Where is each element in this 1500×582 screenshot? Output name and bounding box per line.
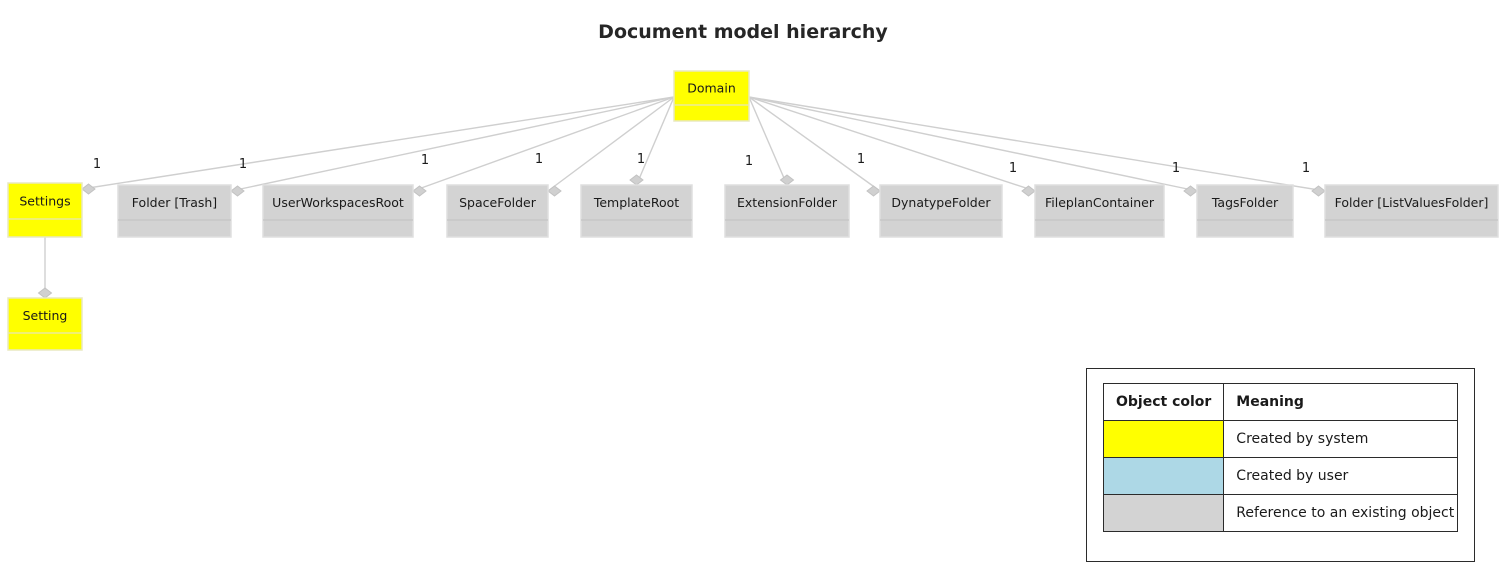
- aggregation-diamond: [547, 185, 562, 197]
- node-folder-listvalues[interactable]: Folder [ListValuesFolder]: [1324, 184, 1499, 238]
- node-settings[interactable]: Settings: [7, 182, 83, 238]
- node-box: [262, 184, 414, 238]
- aggregation-diamond: [81, 183, 96, 195]
- aggregation-edge: [748, 96, 881, 192]
- node-fileplancontainer[interactable]: FileplanContainer: [1034, 184, 1165, 238]
- multiplicity-label: 1: [93, 157, 101, 172]
- node-box: [1324, 184, 1499, 238]
- node-label: SpaceFolder: [459, 195, 537, 210]
- aggregation-diamond: [629, 174, 644, 186]
- node-box: [1034, 184, 1165, 238]
- multiplicity-label: 1: [535, 152, 543, 167]
- node-label: DynatypeFolder: [891, 195, 991, 210]
- legend-header-object-color: Object color: [1102, 383, 1225, 421]
- aggregation-diamond: [1311, 185, 1326, 197]
- node-spacefolder[interactable]: SpaceFolder: [446, 184, 549, 238]
- node-box: [7, 182, 83, 238]
- legend-meaning-text: Created by user: [1223, 457, 1458, 495]
- node-box: [580, 184, 693, 238]
- node-label: FileplanContainer: [1045, 195, 1155, 210]
- aggregation-edge: [412, 96, 675, 192]
- node-label: Folder [ListValuesFolder]: [1335, 195, 1489, 210]
- node-label: UserWorkspacesRoot: [272, 195, 404, 210]
- node-label: Folder [Trash]: [132, 195, 217, 210]
- legend-color-swatch: [1102, 457, 1225, 495]
- aggregation-edge: [81, 96, 675, 190]
- multiplicity-label: 1: [745, 154, 753, 169]
- multiplicity-label: 1: [637, 152, 645, 167]
- node-box: [724, 184, 850, 238]
- multiplicity-label: 1: [421, 153, 429, 168]
- aggregation-edge: [635, 96, 675, 186]
- node-domain[interactable]: Domain: [673, 70, 750, 122]
- multiplicity-label: 1: [1009, 161, 1017, 176]
- node-label: Setting: [23, 308, 68, 323]
- node-box: [7, 297, 83, 351]
- node-box: [117, 184, 232, 238]
- legend-row: Reference to an existing object: [1102, 494, 1458, 532]
- multiplicity-label: 1: [239, 157, 247, 172]
- aggregation-edge: [748, 96, 788, 186]
- aggregation-diamond: [779, 174, 795, 186]
- aggregation-diamond: [1021, 185, 1036, 197]
- aggregation-diamond: [412, 185, 427, 197]
- node-extensionfolder[interactable]: ExtensionFolder: [724, 184, 850, 238]
- node-label: TagsFolder: [1211, 195, 1279, 210]
- aggregation-edge: [230, 96, 675, 192]
- node-setting[interactable]: Setting: [7, 297, 83, 351]
- edge-layer: [37, 96, 1326, 299]
- aggregation-edge: [748, 96, 1036, 192]
- multiplicity-label: 1: [1302, 161, 1310, 176]
- node-tagsfolder[interactable]: TagsFolder: [1196, 184, 1294, 238]
- legend-header-row: Object color Meaning: [1102, 383, 1458, 421]
- legend-color-swatch: [1102, 420, 1225, 458]
- aggregation-diamond: [37, 287, 53, 299]
- aggregation-edge: [547, 96, 675, 192]
- multiplicity-label: 1: [857, 152, 865, 167]
- node-label: TemplateRoot: [593, 195, 679, 210]
- node-folder-trash[interactable]: Folder [Trash]: [117, 184, 232, 238]
- node-box: [446, 184, 549, 238]
- node-userworkspacesroot[interactable]: UserWorkspacesRoot: [262, 184, 414, 238]
- node-templateroot[interactable]: TemplateRoot: [580, 184, 693, 238]
- aggregation-edge: [748, 96, 1326, 192]
- aggregation-diamond: [866, 185, 881, 197]
- node-box: [1196, 184, 1294, 238]
- page-title: Document model hierarchy: [598, 21, 888, 43]
- node-box: [673, 70, 750, 122]
- aggregation-edge: [748, 96, 1198, 192]
- legend-row: Created by user: [1102, 457, 1458, 495]
- legend-meaning-text: Created by system: [1223, 420, 1458, 458]
- legend-row: Created by system: [1102, 420, 1458, 458]
- node-label: Settings: [19, 194, 70, 209]
- legend-header-meaning: Meaning: [1223, 383, 1458, 421]
- legend-color-swatch: [1102, 494, 1225, 532]
- multiplicity-label: 1: [1172, 161, 1180, 176]
- aggregation-diamond: [1183, 185, 1198, 197]
- node-dynatypefolder[interactable]: DynatypeFolder: [879, 184, 1003, 238]
- node-label: ExtensionFolder: [737, 195, 838, 210]
- legend-meaning-text: Reference to an existing object: [1223, 494, 1458, 532]
- aggregation-diamond: [230, 185, 245, 197]
- multiplicity-layer: 1 1 1 1 1 1 1 1 1 1: [93, 152, 1310, 176]
- node-box: [879, 184, 1003, 238]
- node-label: Domain: [687, 81, 736, 96]
